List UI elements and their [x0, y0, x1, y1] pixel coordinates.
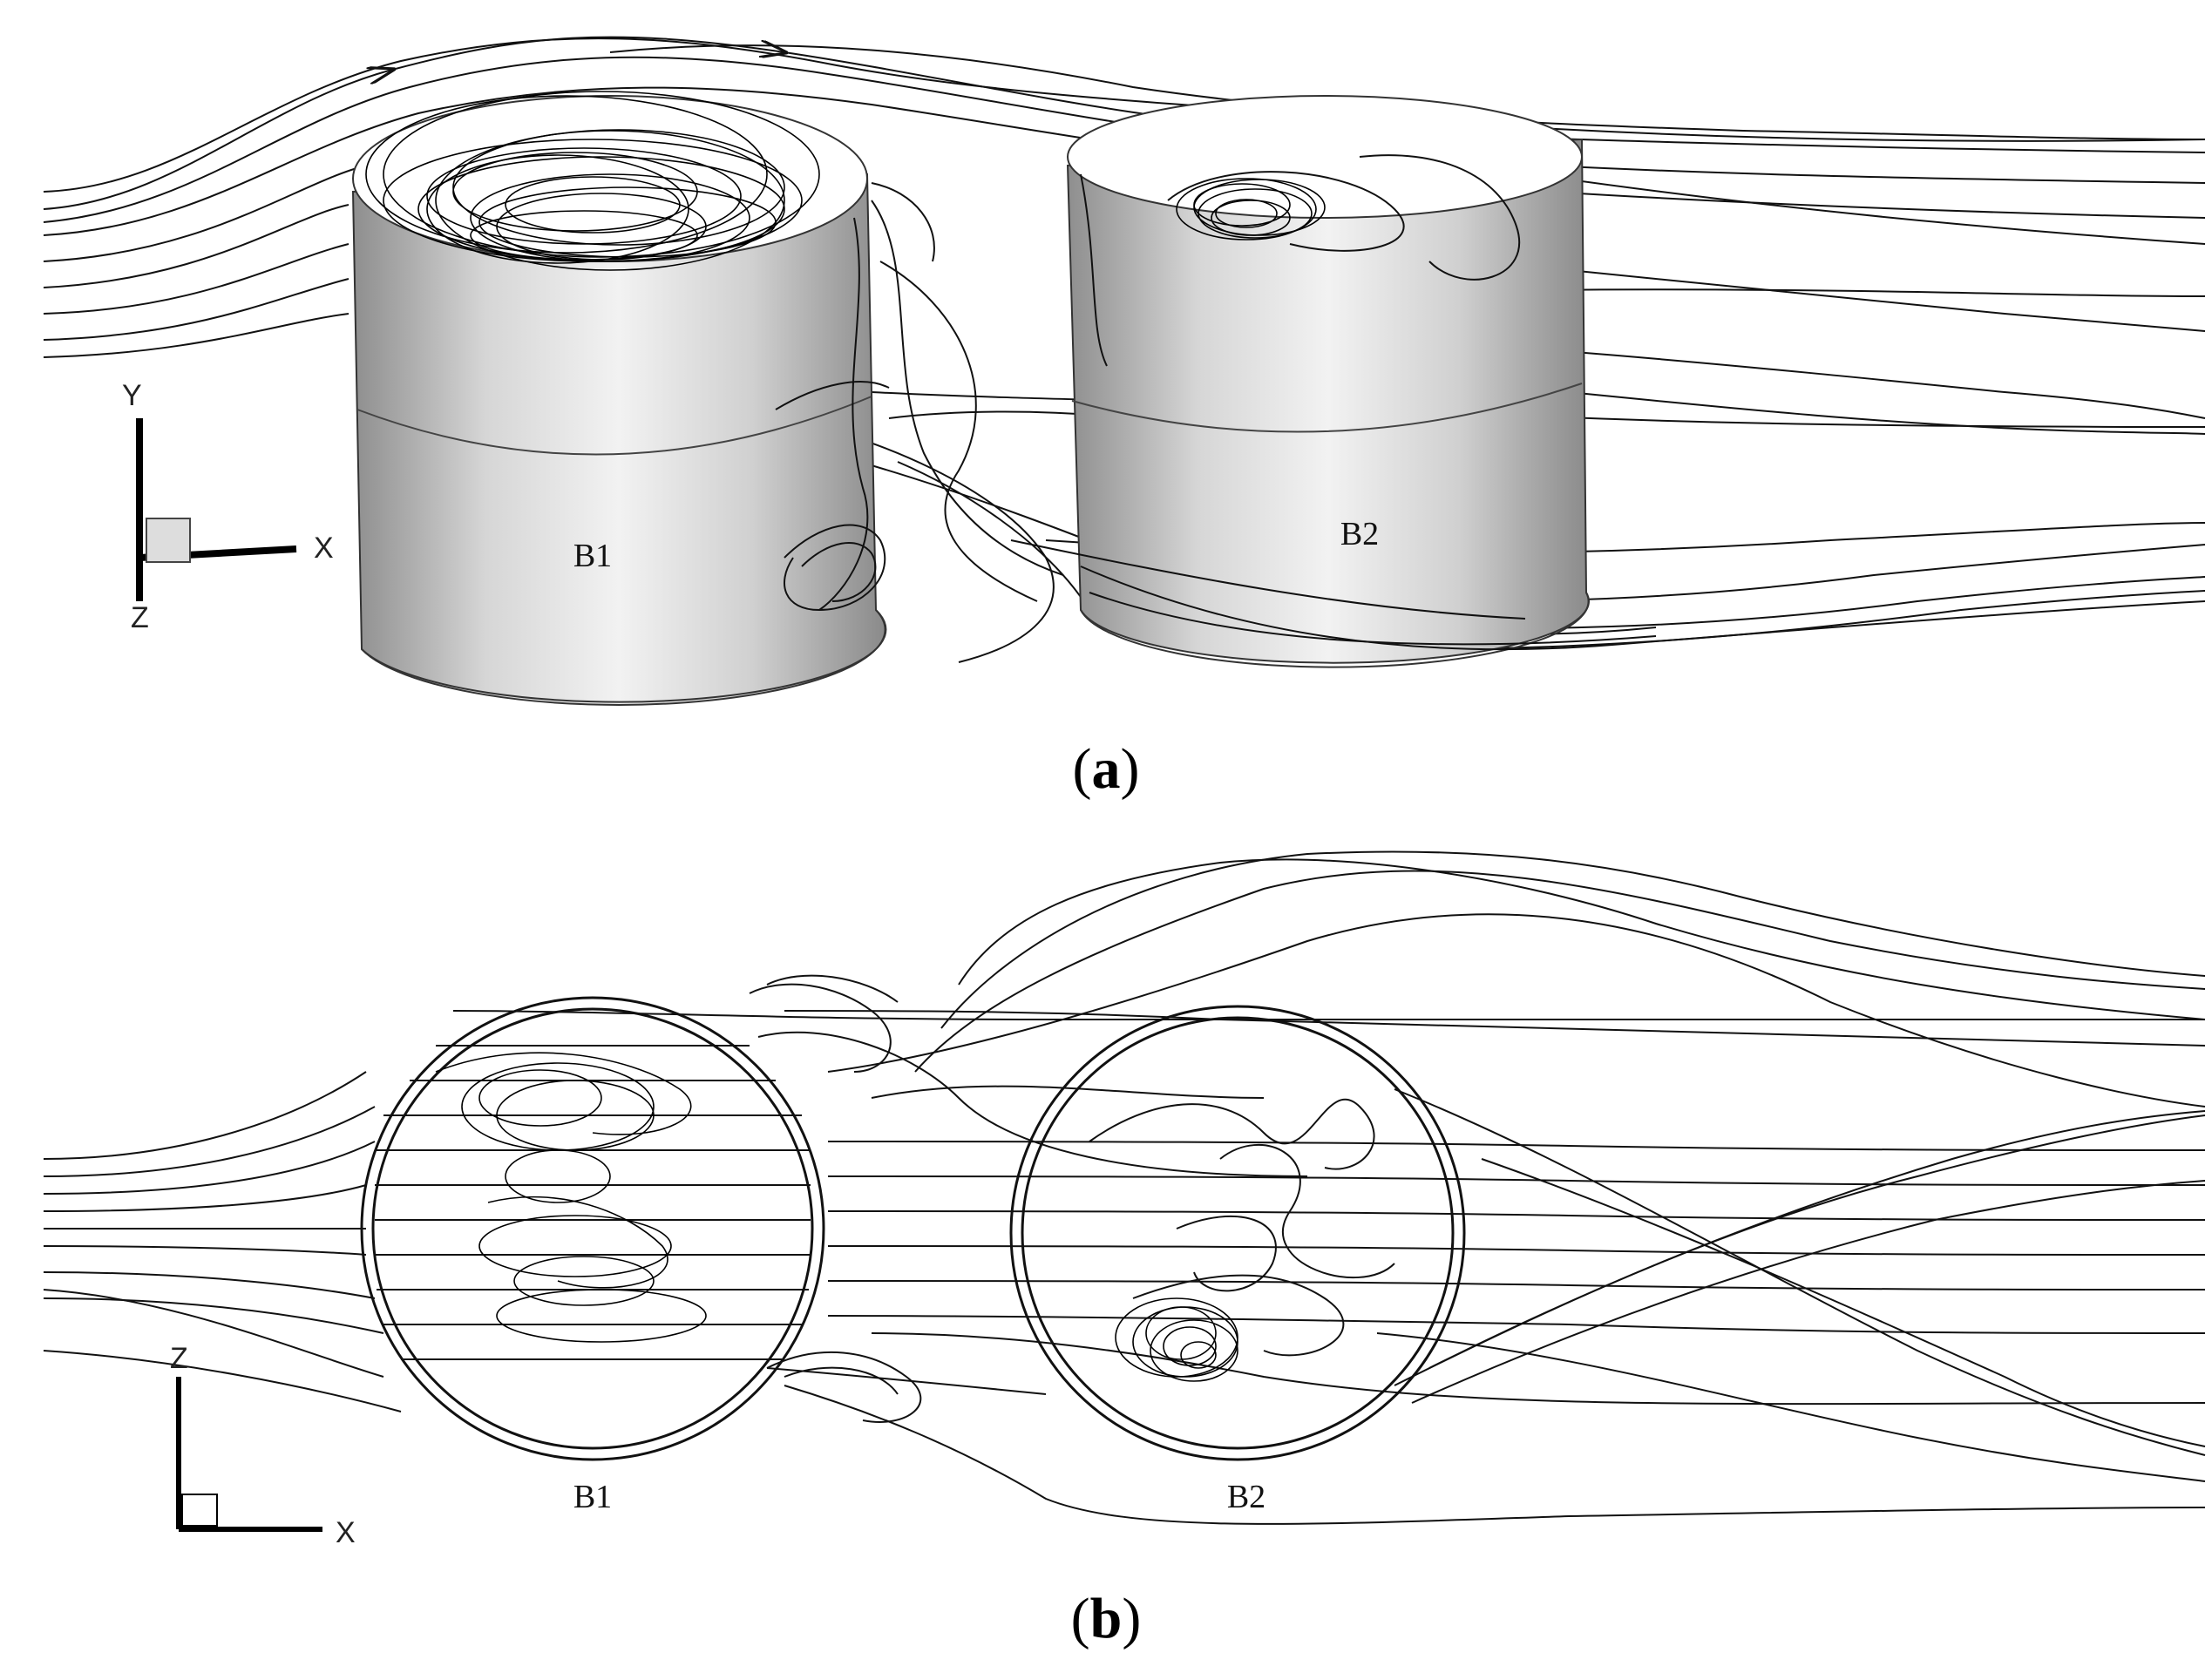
gap-wake-lines: [775, 182, 1134, 612]
b2-topview-label: B2: [1227, 1479, 1265, 1515]
panel-b-top-view: B1 B2 Z X: [0, 810, 2212, 1577]
axis-a-vertical-label: Y: [122, 379, 142, 412]
caption-b: (b): [1070, 1587, 1142, 1650]
axis-b-horizontal-label: X: [336, 1516, 356, 1549]
axis-triad-a: Y X Z: [122, 379, 334, 634]
axis-b-vertical-label: Z: [170, 1342, 188, 1375]
b1-wake-tangle: [749, 974, 922, 1423]
b1-top-vortex: [365, 91, 820, 271]
panel-b-streamline-figure: B1 B2 Z X: [43, 850, 2206, 1549]
axis-a-horizontal-label: X: [314, 532, 334, 565]
panel-a-perspective-view: B1 B2: [0, 0, 2212, 723]
cylinder-b2-label: B2: [1340, 516, 1379, 552]
cylinder-b1: B1: [351, 95, 887, 706]
cylinder-b2-topview: [1009, 1005, 1466, 1461]
b2-top-vortex: [1080, 154, 1520, 367]
b2-lower-wake: [1010, 539, 2206, 651]
cylinder-b2: B2: [1066, 95, 1590, 668]
axis-a-depth-label: Z: [131, 601, 149, 634]
cylinder-b1-topview: [360, 996, 825, 1461]
cylinder-b1-label: B1: [573, 538, 612, 574]
axis-triad-b: Z X: [170, 1342, 356, 1549]
panel-b-freestream-lines: [43, 850, 2206, 1525]
caption-a: (a): [1072, 737, 1140, 801]
panel-a-streamline-figure: B1 B2: [43, 36, 2206, 706]
b1-topview-label: B1: [573, 1479, 612, 1515]
